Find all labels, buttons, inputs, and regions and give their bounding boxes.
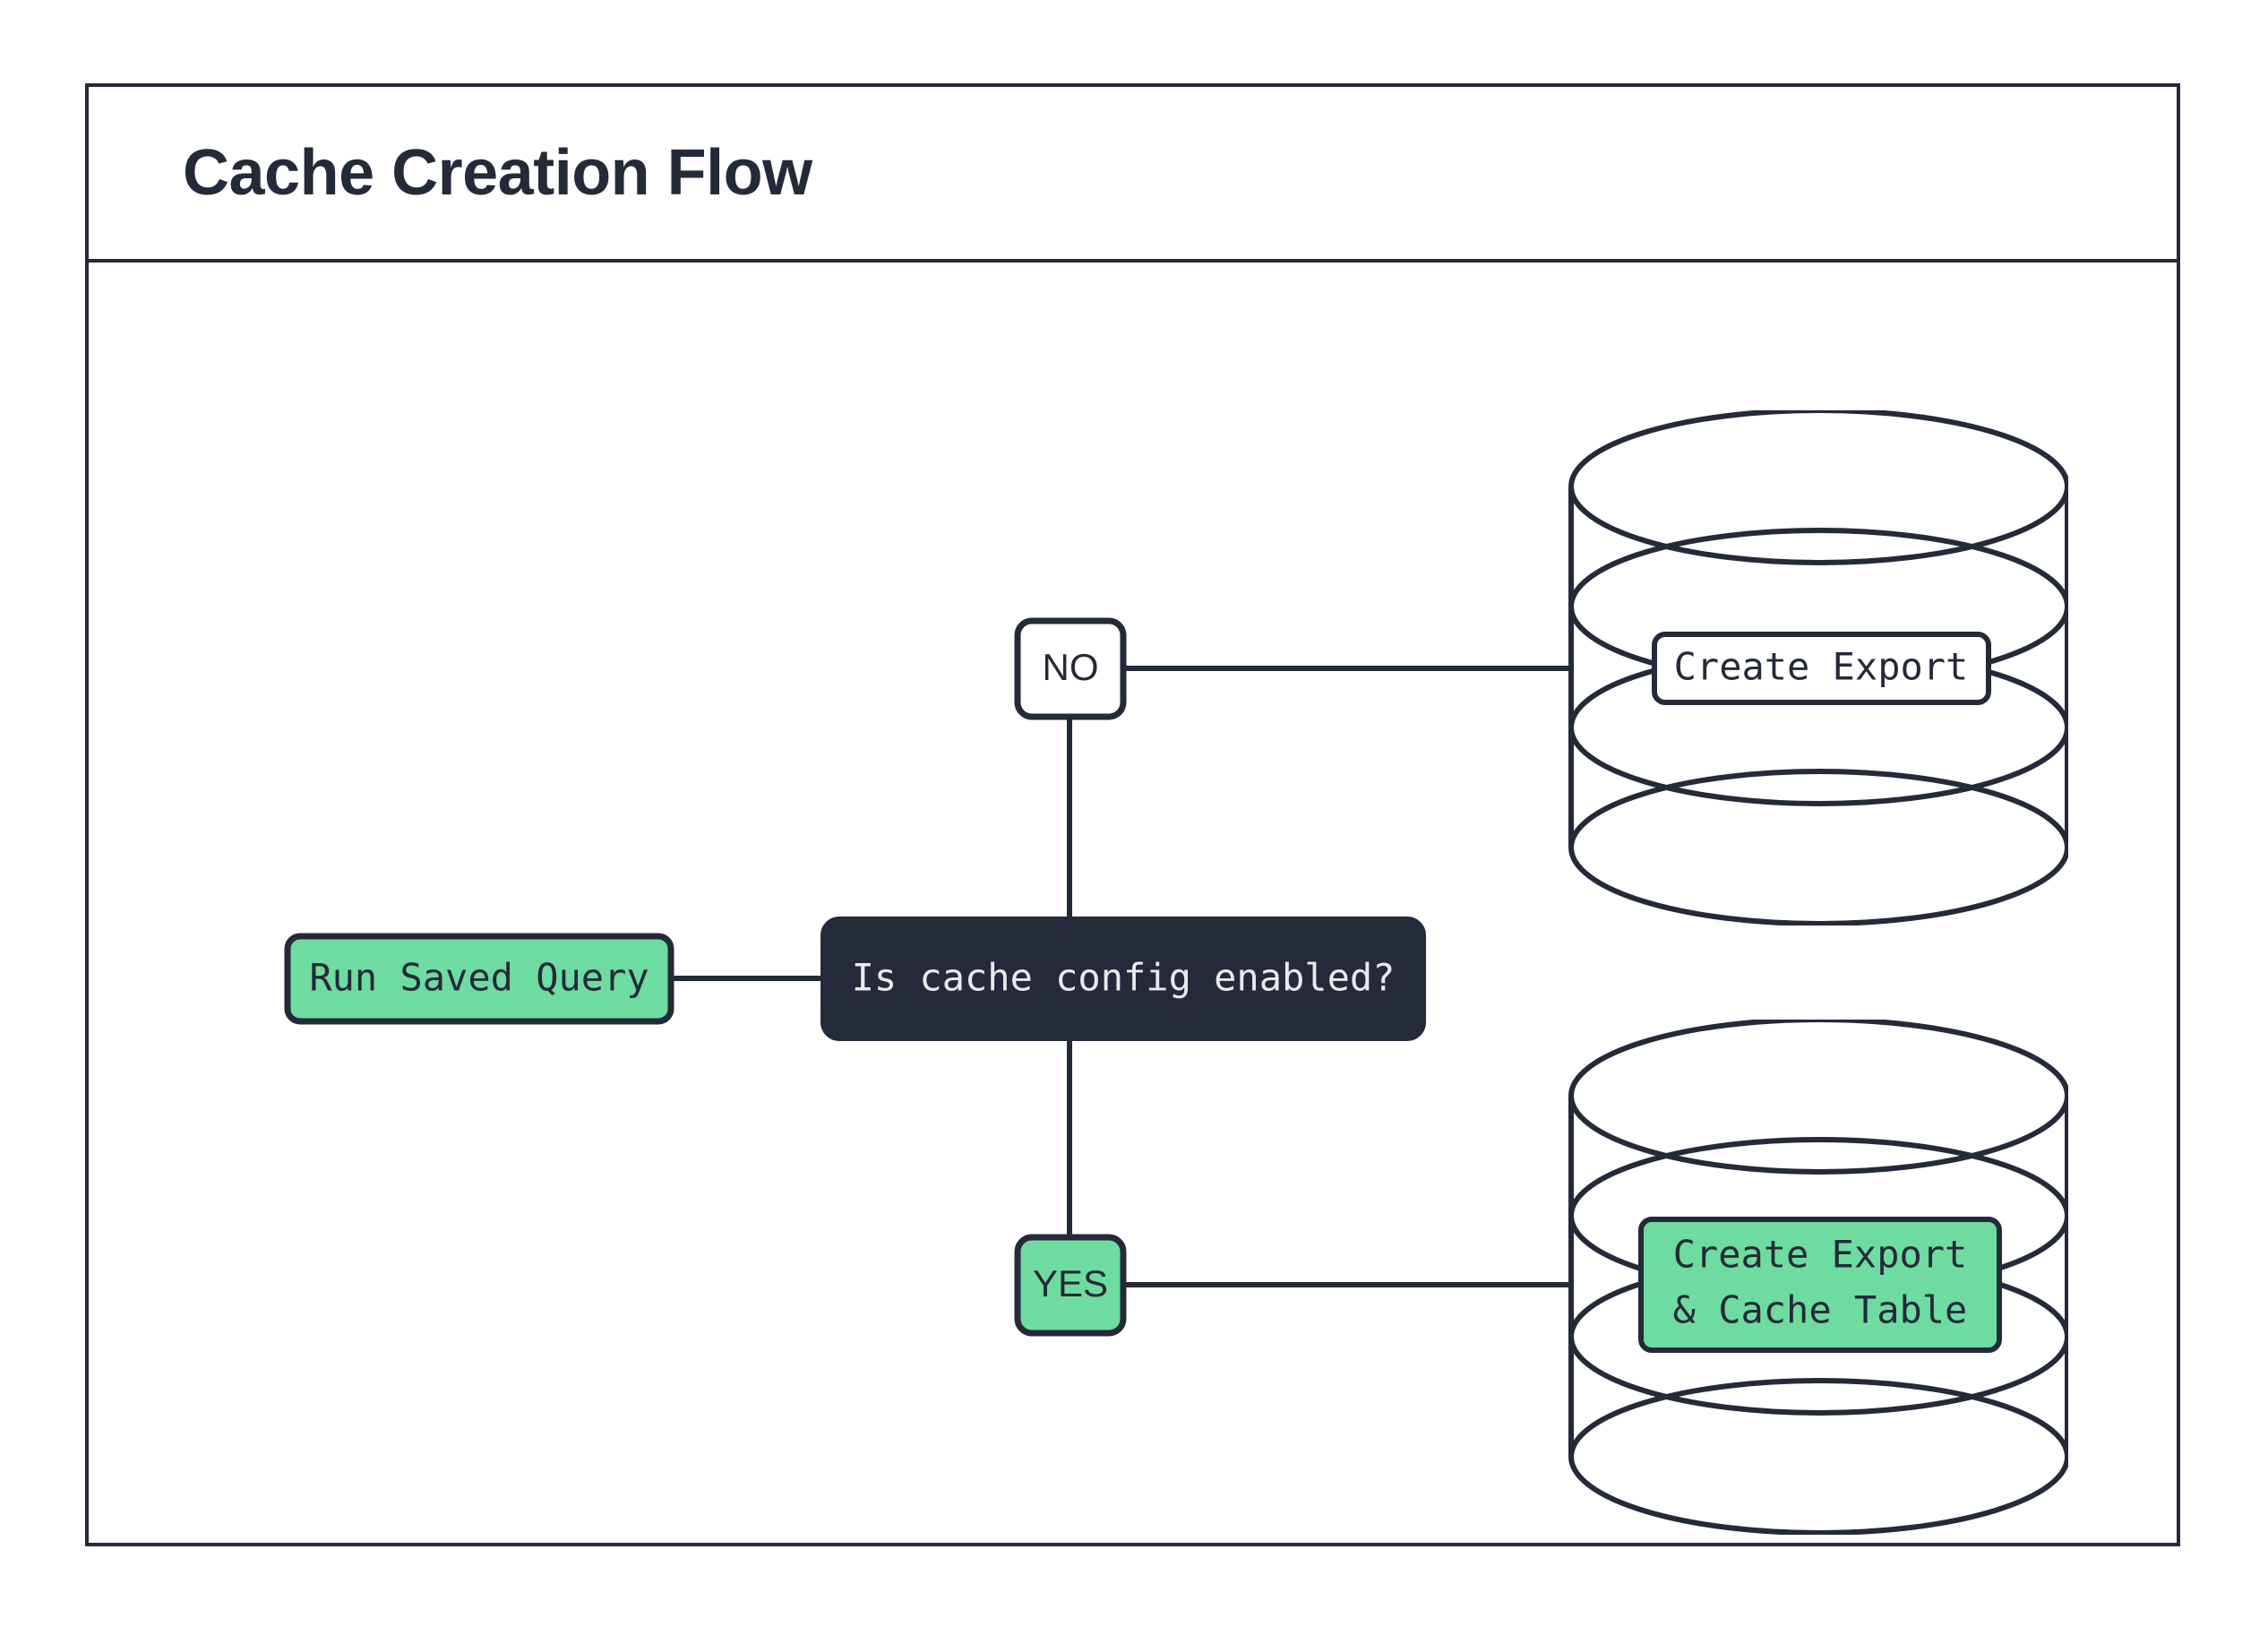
diagram-frame: Cache Creation Flow [85,83,2180,1546]
branch-no-label: NO [1043,646,1099,688]
decision-box[interactable] [820,917,1426,1041]
database-top-label: Create Export [1674,645,1969,689]
decision-label: Is cache config enabled? [852,956,1396,1000]
node-run-saved-query[interactable]: Run Saved Query [284,933,674,1025]
node-branch-yes[interactable]: YES [1014,1234,1127,1337]
database-top: Create Export [1568,410,2068,925]
run-saved-query-label: Run Saved Query [309,956,649,1000]
diagram-body: Create Export Create Export & Cache Tabl… [89,263,2177,1543]
database-bottom-label-line-2: & Cache Table [1673,1288,1968,1332]
flowchart-svg: Create Export Create Export & Cache Tabl… [284,410,2068,1535]
branch-yes-box[interactable] [1014,1234,1127,1337]
branch-yes-label: YES [1033,1262,1108,1304]
page-title: Cache Creation Flow [183,137,812,209]
edge-group [671,624,1571,1287]
database-bottom: Create Export & Cache Table [1568,1020,2068,1535]
run-saved-query-box[interactable] [284,933,674,1025]
diagram-title-bar: Cache Creation Flow [89,87,2177,263]
database-bottom-label-line-1: Create Export [1673,1233,1968,1277]
database-bottom-label-box [1638,1217,2002,1353]
branch-no-box[interactable] [1014,617,1127,720]
database-top-label-box [1652,632,1991,705]
node-decision[interactable]: Is cache config enabled? [820,917,1426,1041]
node-branch-no[interactable]: NO [1014,617,1127,720]
